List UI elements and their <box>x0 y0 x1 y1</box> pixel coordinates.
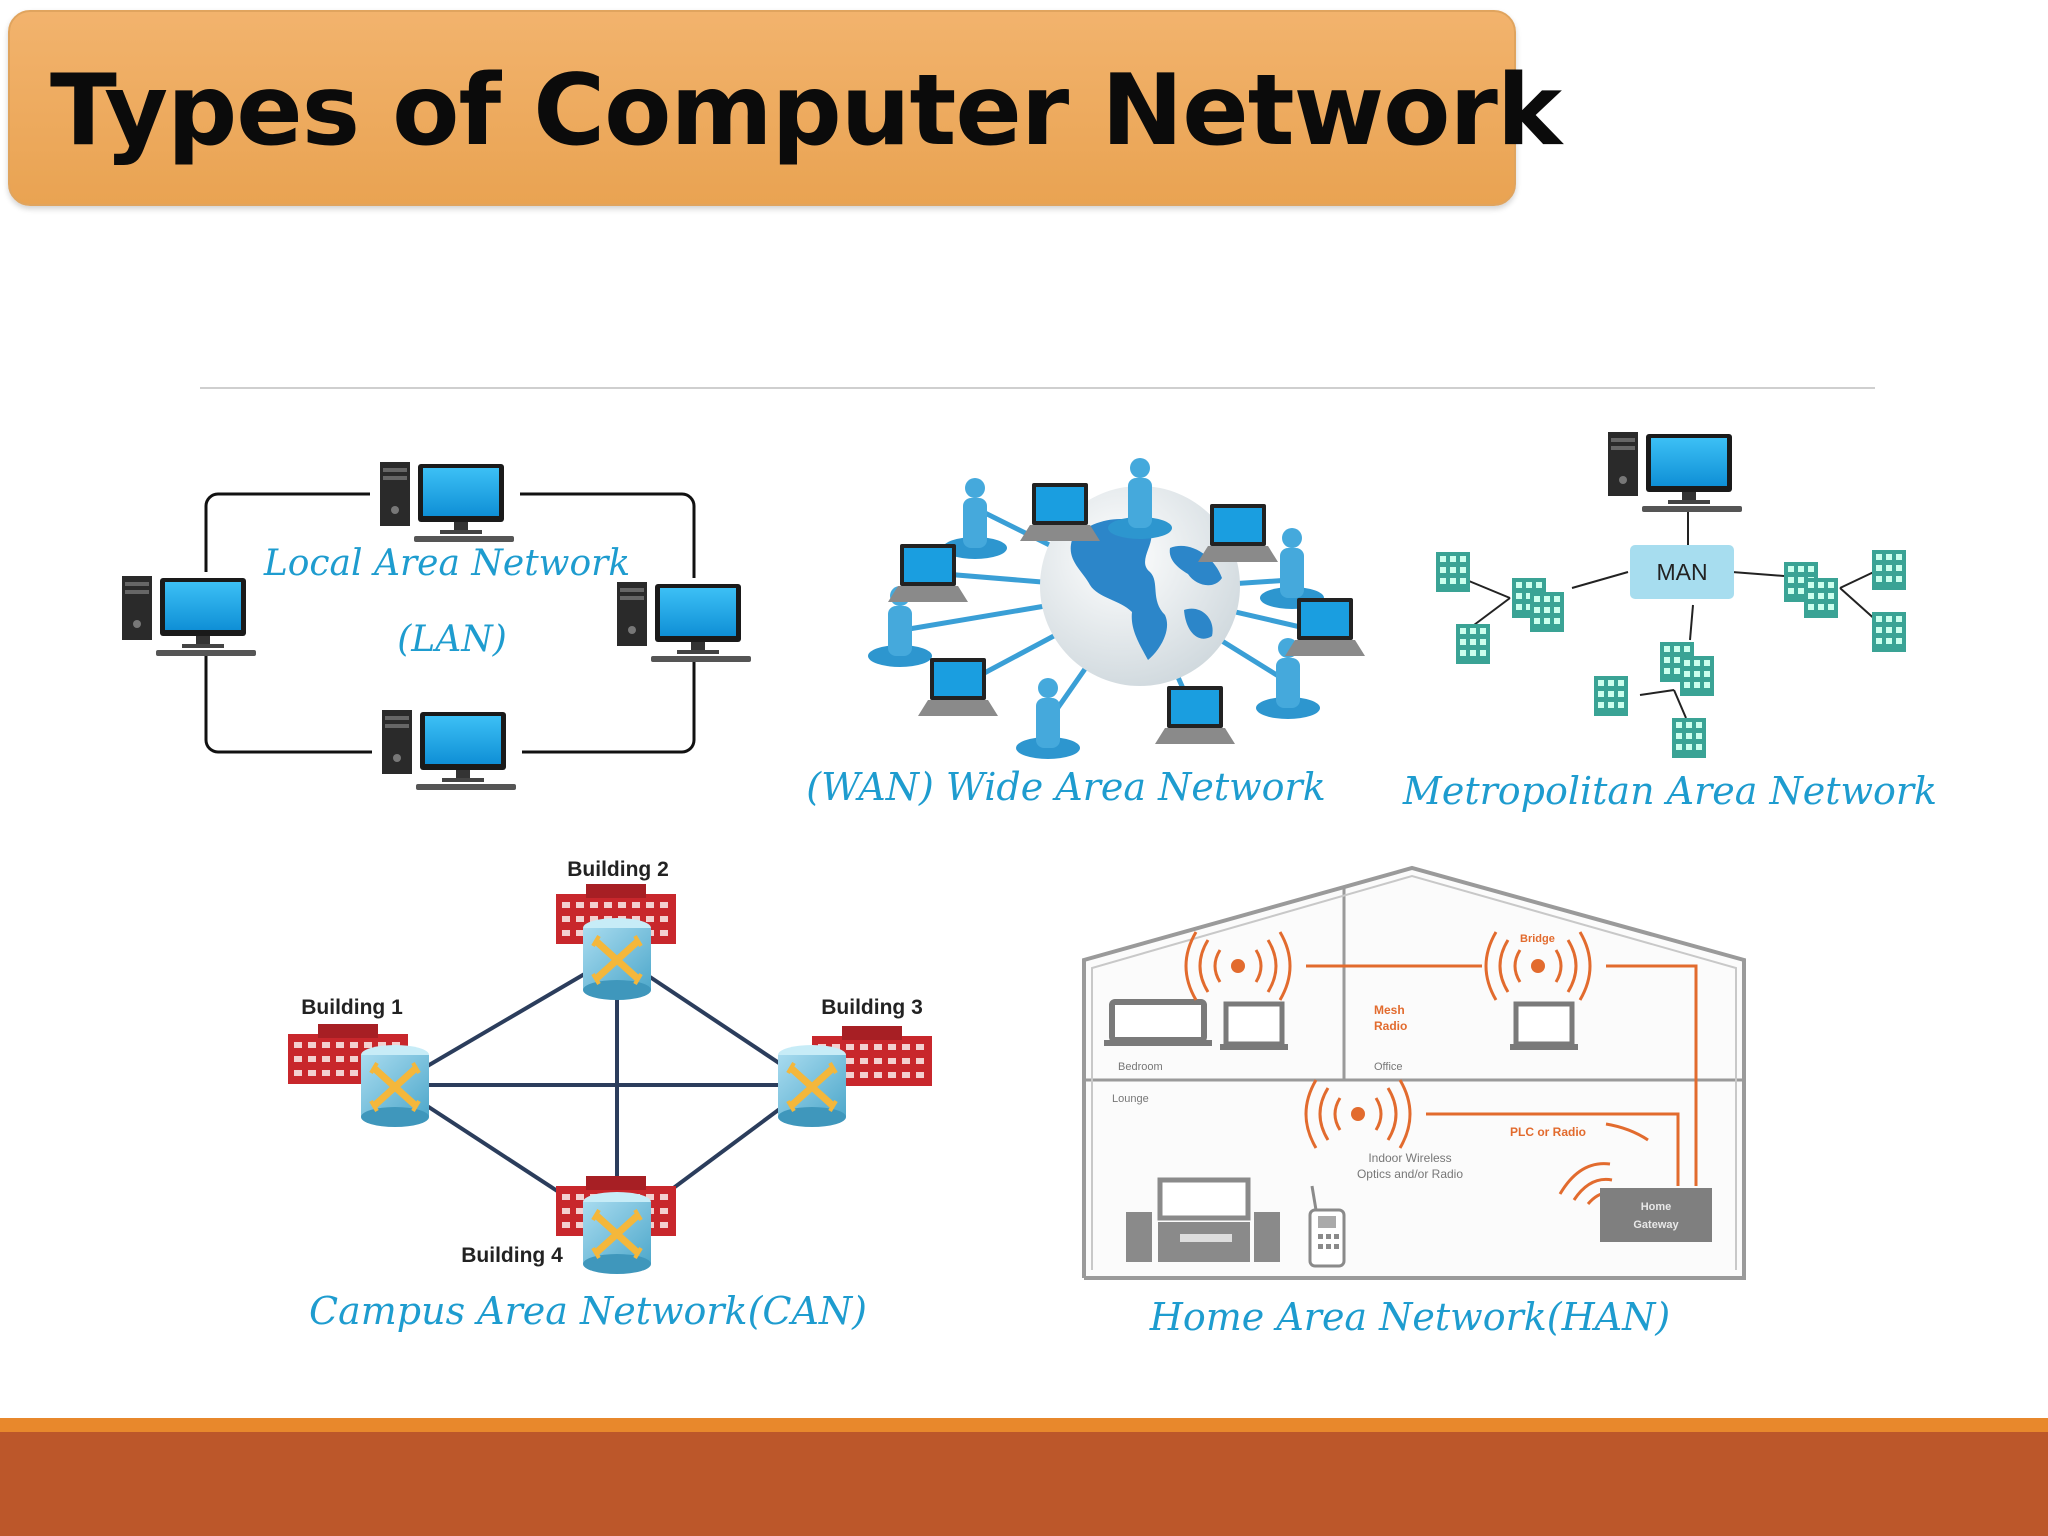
can-building-2-label: Building 2 <box>567 858 669 881</box>
stereo-icon <box>1126 1177 1280 1262</box>
han-room-office: Office <box>1374 1061 1403 1073</box>
can-building-3-label: Building 3 <box>821 996 923 1019</box>
can-caption: Campus Area Network(CAN) <box>309 1289 867 1333</box>
laptop-icon <box>888 544 968 602</box>
home-gateway-icon: Home Gateway <box>1600 1188 1712 1242</box>
title-bar: Types of Computer Network <box>8 10 1562 206</box>
han-indoor-label-2: Optics and/or Radio <box>1357 1167 1463 1181</box>
lan-diagram: Local Area Network (LAN) <box>115 460 760 790</box>
desktop-computer-icon <box>1220 1001 1288 1050</box>
lan-caption-line2: (LAN) <box>397 619 507 660</box>
laptop-icon <box>918 658 998 716</box>
office-building-icon <box>1784 562 1838 618</box>
man-diagram: MAN Metropolitan Area Network <box>1402 432 1937 813</box>
lan-caption-line1: Local Area Network <box>263 543 630 584</box>
man-links <box>1451 510 1879 719</box>
phone-icon <box>1308 1185 1346 1268</box>
office-building-icon <box>1512 578 1564 632</box>
network-switch-icon <box>778 1045 846 1127</box>
can-building-1-label: Building 1 <box>301 996 403 1019</box>
office-building-icon <box>1456 624 1490 664</box>
han-bridge-label: Bridge <box>1520 933 1555 945</box>
house-icon <box>1082 865 1746 1280</box>
divider-line <box>200 387 1875 389</box>
tv-icon <box>1104 999 1212 1046</box>
han-links <box>1306 964 1698 1205</box>
laptop-icon <box>1285 598 1365 656</box>
wan-caption: (WAN) Wide Area Network <box>806 765 1325 809</box>
laptop-icon <box>1020 483 1100 541</box>
office-building-icon <box>1672 718 1706 758</box>
man-hub <box>1630 545 1734 599</box>
can-building-4-label: Building 4 <box>461 1244 563 1267</box>
footer-bar <box>0 1432 2048 1536</box>
desktop-computer-icon <box>1608 432 1742 512</box>
laptop-icon <box>1198 504 1278 562</box>
slide-title: Types of Computer Network <box>50 54 1562 168</box>
man-caption: Metropolitan Area Network <box>1402 769 1937 813</box>
desktop-computer-icon <box>370 460 520 542</box>
footer-stripe <box>0 1418 2048 1432</box>
laptop-icon <box>1155 686 1235 744</box>
man-hub-label: MAN <box>1656 559 1707 585</box>
han-room-lounge: Lounge <box>1112 1093 1149 1105</box>
han-gateway-label-2: Gateway <box>1633 1219 1679 1231</box>
han-caption: Home Area Network(HAN) <box>1149 1295 1671 1339</box>
desktop-computer-icon <box>372 708 522 790</box>
han-mesh-label-1: Mesh <box>1374 1003 1405 1017</box>
can-diagram: Building 2 Building 1 Building 3 Buildin… <box>288 858 932 1333</box>
desktop-computer-icon <box>610 578 760 662</box>
office-building-icon <box>1872 612 1906 652</box>
wan-diagram: (WAN) Wide Area Network <box>806 458 1365 809</box>
office-building-icon <box>1594 676 1628 716</box>
office-building-icon <box>1660 642 1714 696</box>
han-diagram: Bedroom Office Lounge Bridge Mesh Radio … <box>1082 865 1746 1339</box>
han-room-bedroom: Bedroom <box>1118 1061 1163 1073</box>
han-mesh-label-2: Radio <box>1374 1019 1407 1033</box>
person-icon <box>1260 528 1324 609</box>
han-indoor-label-1: Indoor Wireless <box>1368 1151 1451 1165</box>
han-plc-label: PLC or Radio <box>1510 1125 1586 1139</box>
network-switch-icon <box>583 1192 651 1274</box>
office-building-icon <box>1436 552 1470 592</box>
han-gateway-label-1: Home <box>1641 1201 1672 1213</box>
network-switch-icon <box>583 918 651 1000</box>
desktop-computer-icon <box>115 572 265 656</box>
network-switch-icon <box>361 1045 429 1127</box>
desktop-computer-icon <box>1510 1001 1578 1050</box>
office-building-icon <box>1872 550 1906 590</box>
